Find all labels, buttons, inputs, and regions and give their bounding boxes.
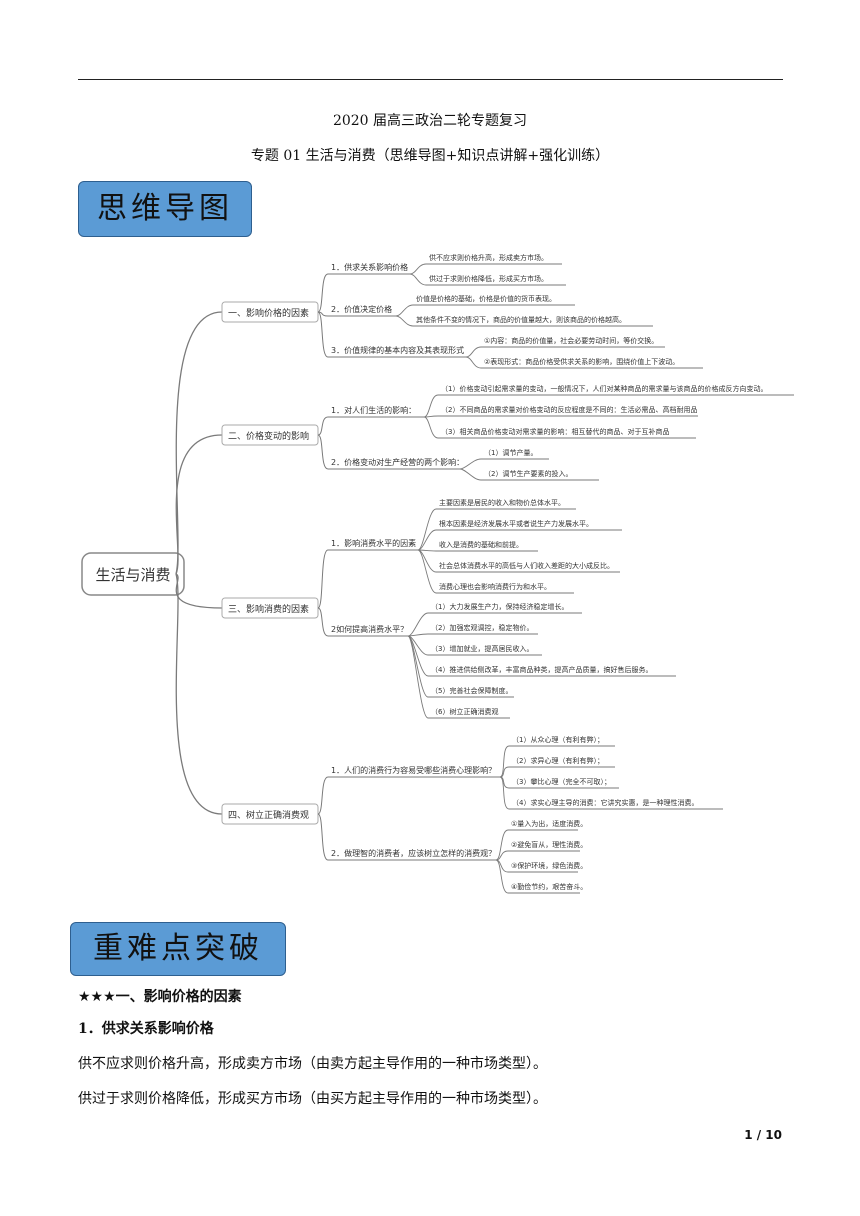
leaf-label: （2）求异心理（有利有弊）； [512,756,604,765]
leaf-connector [407,635,429,719]
leaf-label: （1）价格变动引起需求量的变动，一般情况下，人们对某种商品的需求量与该商品的价格… [441,384,767,393]
leaf-connector [407,612,429,637]
section-heading: ★★★一、影响价格的因素 [78,989,242,1005]
leaf-connector [465,346,482,358]
header-rule [78,79,783,80]
leaf-label: （2）调节生产要素的投入。 [484,469,572,478]
leaf-connector [395,315,414,327]
leaf-label: （1）大力发展生产力，保持经济稳定增长。 [431,602,568,611]
leaf-label: （2）加强宏观调控，稳定物价。 [431,623,533,632]
leaf-label: （3）增加就业，提高居民收入。 [431,644,533,653]
leaf-connector [409,263,427,275]
leaf-label: ②表现形式：商品价格受供求关系的影响，围绕价值上下波动。 [484,357,679,366]
leaf-connector [459,458,482,470]
leaf-connector [409,273,427,286]
sub-label: 1．人们的消费行为容易受哪些消费心理影响？ [331,765,496,775]
sub-connector [317,311,329,358]
leaf-label: （1）调节产量。 [484,448,537,457]
page-number: 1 / 10 [744,1128,782,1142]
document-title: 2020 届高三政治二轮专题复习 [332,113,528,129]
branch-connector [175,434,223,575]
leaf-label: （3）相关商品价格变动对需求量的影响：相互替代的商品、对于互补商品 [441,427,669,436]
branch-label: 四、树立正确消费观 [228,809,309,821]
leaf-connector [417,529,437,551]
sub-connector [317,607,329,637]
leaf-label: 社会总体消费水平的高低与人们收入差距的大小成反比。 [439,561,614,570]
leaf-connector [417,508,437,551]
sub-connector [317,813,329,861]
sub-connector [317,273,329,313]
leaf-label: ①量入为出，适度消费。 [511,819,587,828]
paragraph: 供过于求则价格降低，形成买方市场（由买方起主导作用的一种市场类型）。 [78,1091,547,1107]
leaf-label: 供过于求则价格降低，形成买方市场。 [429,274,548,283]
sub-connector [317,776,329,815]
leaf-label: （1）从众心理（有利有弊）； [512,735,604,744]
leaf-label: （4）求实心理主导的消费：它讲究实惠，是一种理性消费。 [512,798,698,807]
branch-label: 二、价格变动的影响 [228,430,309,442]
leaf-label: 收入是消费的基础和前提。 [439,540,523,549]
branch-label: 一、影响价格的因素 [228,307,309,319]
leaf-connector [417,549,437,594]
leaf-connector [423,415,439,418]
leaf-label: 根本因素是经济发展水平或者说生产力发展水平。 [439,519,593,528]
branch-connector [175,573,223,815]
sub-label: 1．影响消费水平的因素 [331,538,416,548]
sub-connector [317,549,329,609]
leaf-connector [499,766,510,778]
root-label: 生活与消费 [95,566,170,584]
sub-label: 2．价格变动对生产经营的两个影响： [331,457,464,467]
leaf-label: 供不应求则价格升高，形成卖方市场。 [429,253,548,262]
sub-connector [317,416,329,436]
sub-label: 1．对人们生活的影响： [331,405,416,415]
paragraph: 供不应求则价格升高，形成卖方市场（由卖方起主导作用的一种市场类型）。 [78,1056,547,1072]
document-subtitle: 专题 01 生活与消费（思维导图+知识点讲解+强化训练） [250,148,610,164]
sub-label: 1．供求关系影响价格 [331,262,408,272]
branch-label: 三、影响消费的因素 [228,603,309,615]
leaf-connector [495,829,509,861]
sub-label: 2．价值决定价格 [331,304,392,314]
leaf-connector [499,776,510,810]
branch-connector [175,311,223,575]
subsection-heading: 1．供求关系影响价格 [78,1021,214,1037]
branch-connector [175,573,223,609]
root-node [81,552,185,596]
leaf-label: （6）树立正确消费观 [431,707,498,716]
leaf-connector [459,468,482,481]
leaf-label: （3）攀比心理（完全不可取）； [512,777,611,786]
leaf-label: （4）推进供给侧改革，丰富商品种类，提高产品质量，搞好售后服务。 [431,665,652,674]
mindmap-banner: 思维导图 [78,181,252,237]
leaf-connector [495,850,509,861]
leaf-label: 消费心理也会影响消费行为和水平。 [439,582,551,591]
leaf-connector [423,394,439,418]
leaf-connector [465,356,482,369]
leaf-label: 价值是价格的基础，价格是价值的货币表现。 [416,294,556,303]
leaf-label: ①内容：商品的价值量，社会必要劳动时间，等价交换。 [484,336,658,345]
sub-label: 2．做理智的消费者，应该树立怎样的消费观？ [331,848,496,858]
leaf-label: （2）不同商品的需求量对价格变动的反应程度是不同的：生活必需品、高档耐用品 [441,405,697,414]
leaf-label: （5）完善社会保障制度。 [431,686,512,695]
leaf-label: ②避免盲从，理性消费。 [511,840,587,849]
leaf-label: ④勤俭节约，艰苦奋斗。 [511,882,587,891]
sub-label: 2如何提高消费水平？ [331,624,408,634]
leaf-connector [417,549,437,552]
leaf-connector [407,635,429,698]
mind-map: 生活与消费 一、影响价格的因素 1．供求关系影响价格 供不应求则价格升高，形成卖方市场… [81,253,794,894]
sub-connector [317,434,329,470]
leaf-connector [499,745,510,778]
leaf-label: 主要因素是居民的收入和物价总体水平。 [439,498,565,507]
leaf-connector [423,416,439,439]
leaf-connector [395,304,414,317]
leaf-connector [407,633,429,637]
keypoints-banner: 重难点突破 [70,922,286,976]
leaf-connector [495,859,509,894]
leaf-label: 其他条件不变的情况下，商品的价值量越大，则该商品的价格越高。 [416,315,626,324]
leaf-label: ③保护环境，绿色消费。 [511,861,587,870]
sub-label: 3．价值规律的基本内容及其表现形式 [331,345,464,355]
